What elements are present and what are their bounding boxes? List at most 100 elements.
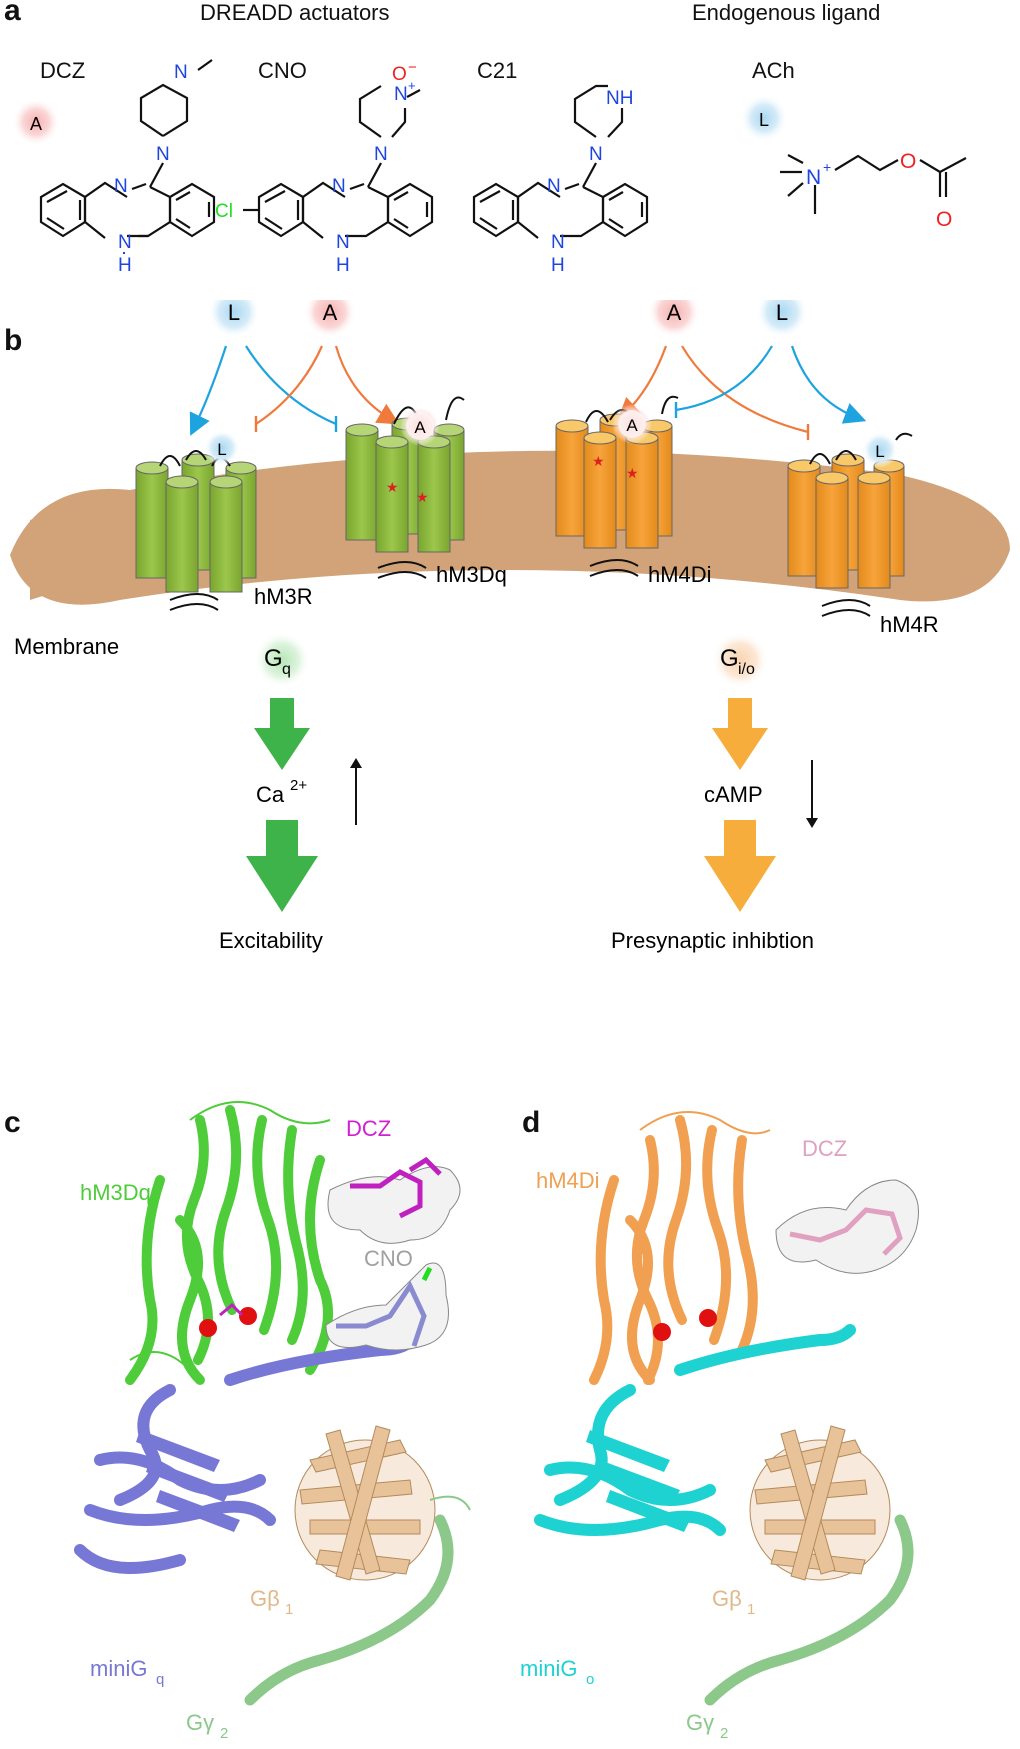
hm4di-receptor: ★ ★ A	[555, 395, 679, 577]
gbeta-ribbon-d	[749, 1425, 891, 1581]
cno-chlorine: Cl	[215, 201, 233, 222]
label-ggamma-c-base: Gγ	[186, 1710, 214, 1735]
minigq-sheets	[136, 1430, 240, 1532]
label-gbeta-c-base: Gβ	[250, 1586, 280, 1611]
gio-arrow-1	[712, 698, 768, 770]
cno-structure	[243, 85, 434, 239]
compound-name-dcz: DCZ	[40, 58, 86, 83]
ach-plus: +	[823, 159, 831, 175]
cno-plus: +	[408, 78, 416, 93]
dcz-density-c	[327, 1156, 461, 1244]
hm4di-a-badge: A	[626, 416, 638, 435]
cno-minus: −	[408, 59, 417, 76]
svg-text:★: ★	[416, 489, 429, 505]
dcz-n-top: N	[174, 62, 188, 83]
inhibit-l-hm4di	[675, 345, 773, 412]
ligand-badge-circle	[740, 94, 788, 142]
hm4r-l-badge: L	[875, 442, 884, 461]
label-ggamma-d-sub: 2	[720, 1725, 728, 1742]
c21-structure	[472, 84, 649, 239]
dcz-n-imine: N	[114, 176, 128, 197]
inhibit-a-hm3r	[255, 345, 324, 425]
hm3r-l-badge: L	[217, 440, 226, 459]
cno-o: O	[392, 64, 407, 85]
hm3dq-structure-render: hM3Dq DCZ CNO miniG q Gβ 1 Gγ 2	[74, 1101, 471, 1742]
c21-n-mid: N	[589, 144, 603, 165]
cno-h-amine: H	[336, 255, 350, 276]
label-minigq-base: miniG	[90, 1656, 147, 1681]
compound-name-ach: ACh	[752, 58, 795, 83]
label-ggamma-c-sub: 2	[220, 1725, 228, 1742]
camp-label: cAMP	[704, 782, 763, 807]
compound-name-c21: C21	[477, 58, 518, 83]
label-gbeta-c-sub: 1	[285, 1601, 293, 1618]
label-presynaptic: Presynaptic inhibtion	[611, 928, 814, 953]
dcz-h-amine: H	[118, 255, 132, 276]
hm3dq-bound-ligand-sphere	[239, 1307, 257, 1325]
receptor-signaling-diagram: L A A L L	[10, 300, 1010, 953]
label-hm3dq: hM3Dq	[436, 562, 507, 587]
cno-n-mid: N	[374, 144, 388, 165]
gq-label-base: G	[264, 645, 283, 672]
gio-label-sub: i/o	[738, 661, 755, 678]
ach-n: N	[806, 166, 821, 189]
hm3r-receptor: L	[135, 430, 257, 611]
label-minigo-sub: o	[586, 1671, 594, 1688]
gio-label-base: G	[720, 645, 739, 672]
svg-text:★: ★	[626, 465, 639, 481]
hm3dq-receptor: ★ ★ A	[345, 396, 465, 579]
hm4r-receptor: L	[787, 432, 913, 617]
ca-label-base: Ca	[256, 782, 285, 807]
label-ggamma-d-base: Gγ	[686, 1710, 714, 1735]
dcz-n-mid: N	[156, 144, 170, 165]
dcz-n-amine: N	[118, 232, 132, 253]
c21-nh-top: NH	[606, 88, 633, 109]
hm4di-bound-ligand-sphere	[699, 1309, 717, 1327]
inhibit-l-hm3dq	[245, 345, 337, 426]
inhibit-a-hm4r	[681, 345, 809, 434]
label-minigo-base: miniG	[520, 1656, 577, 1681]
compound-name-cno: CNO	[258, 58, 307, 83]
arrow-a-to-hm3dq	[334, 345, 400, 425]
panel-d-label: d	[522, 1106, 541, 1139]
arrow-l-to-hm3r	[189, 345, 228, 436]
gbeta-ribbon-c	[294, 1425, 436, 1581]
minigo-sheets	[586, 1430, 690, 1532]
svg-text:★: ★	[386, 479, 399, 495]
actuator-badge-circle	[12, 98, 60, 146]
cno-density-c	[325, 1262, 449, 1351]
hm4di-ribbon	[589, 1115, 758, 1385]
c21-n-amine: N	[551, 232, 565, 253]
cno-n-amine: N	[336, 232, 350, 253]
label-excitability: Excitability	[219, 928, 323, 953]
cno-n-imine: N	[332, 176, 346, 197]
label-dcz-c: DCZ	[346, 1116, 391, 1141]
svg-text:★: ★	[592, 453, 605, 469]
label-gbeta-d-base: Gβ	[712, 1586, 742, 1611]
label-membrane: Membrane	[14, 634, 119, 659]
badge-l-left: L	[228, 300, 240, 325]
actuator-badge-text: A	[30, 114, 42, 134]
dcz-density-d	[775, 1179, 919, 1274]
label-hm4di: hM4Di	[648, 562, 712, 587]
panel-a-label: a	[4, 0, 21, 27]
label-hm3r: hM3R	[254, 584, 313, 609]
ach-o-ether: O	[900, 150, 916, 173]
chemical-structures-panel-a: A L N N N N H	[12, 59, 967, 276]
membrane-body	[10, 450, 1010, 605]
arrow-a-to-hm4di	[617, 345, 668, 420]
dcz-structure	[39, 59, 216, 239]
label-hm4r: hM4R	[880, 612, 939, 637]
gq-arrow-1	[254, 698, 310, 770]
label-dcz-d: DCZ	[802, 1136, 847, 1161]
cno-n-top: N	[394, 84, 408, 105]
ca-label-sup: 2+	[290, 777, 307, 794]
panel-b-label: b	[4, 324, 23, 357]
label-cno-c: CNO	[364, 1246, 413, 1271]
minigo-ribbon	[534, 1324, 856, 1536]
gq-label-sub: q	[282, 661, 291, 678]
ggamma-ribbon-d	[704, 1514, 914, 1706]
hm4di-structure-render: hM4Di DCZ miniG o Gβ 1 Gγ 2	[520, 1111, 919, 1742]
ggamma-ribbon-c	[244, 1514, 454, 1706]
panel-c-label: c	[4, 1106, 21, 1139]
